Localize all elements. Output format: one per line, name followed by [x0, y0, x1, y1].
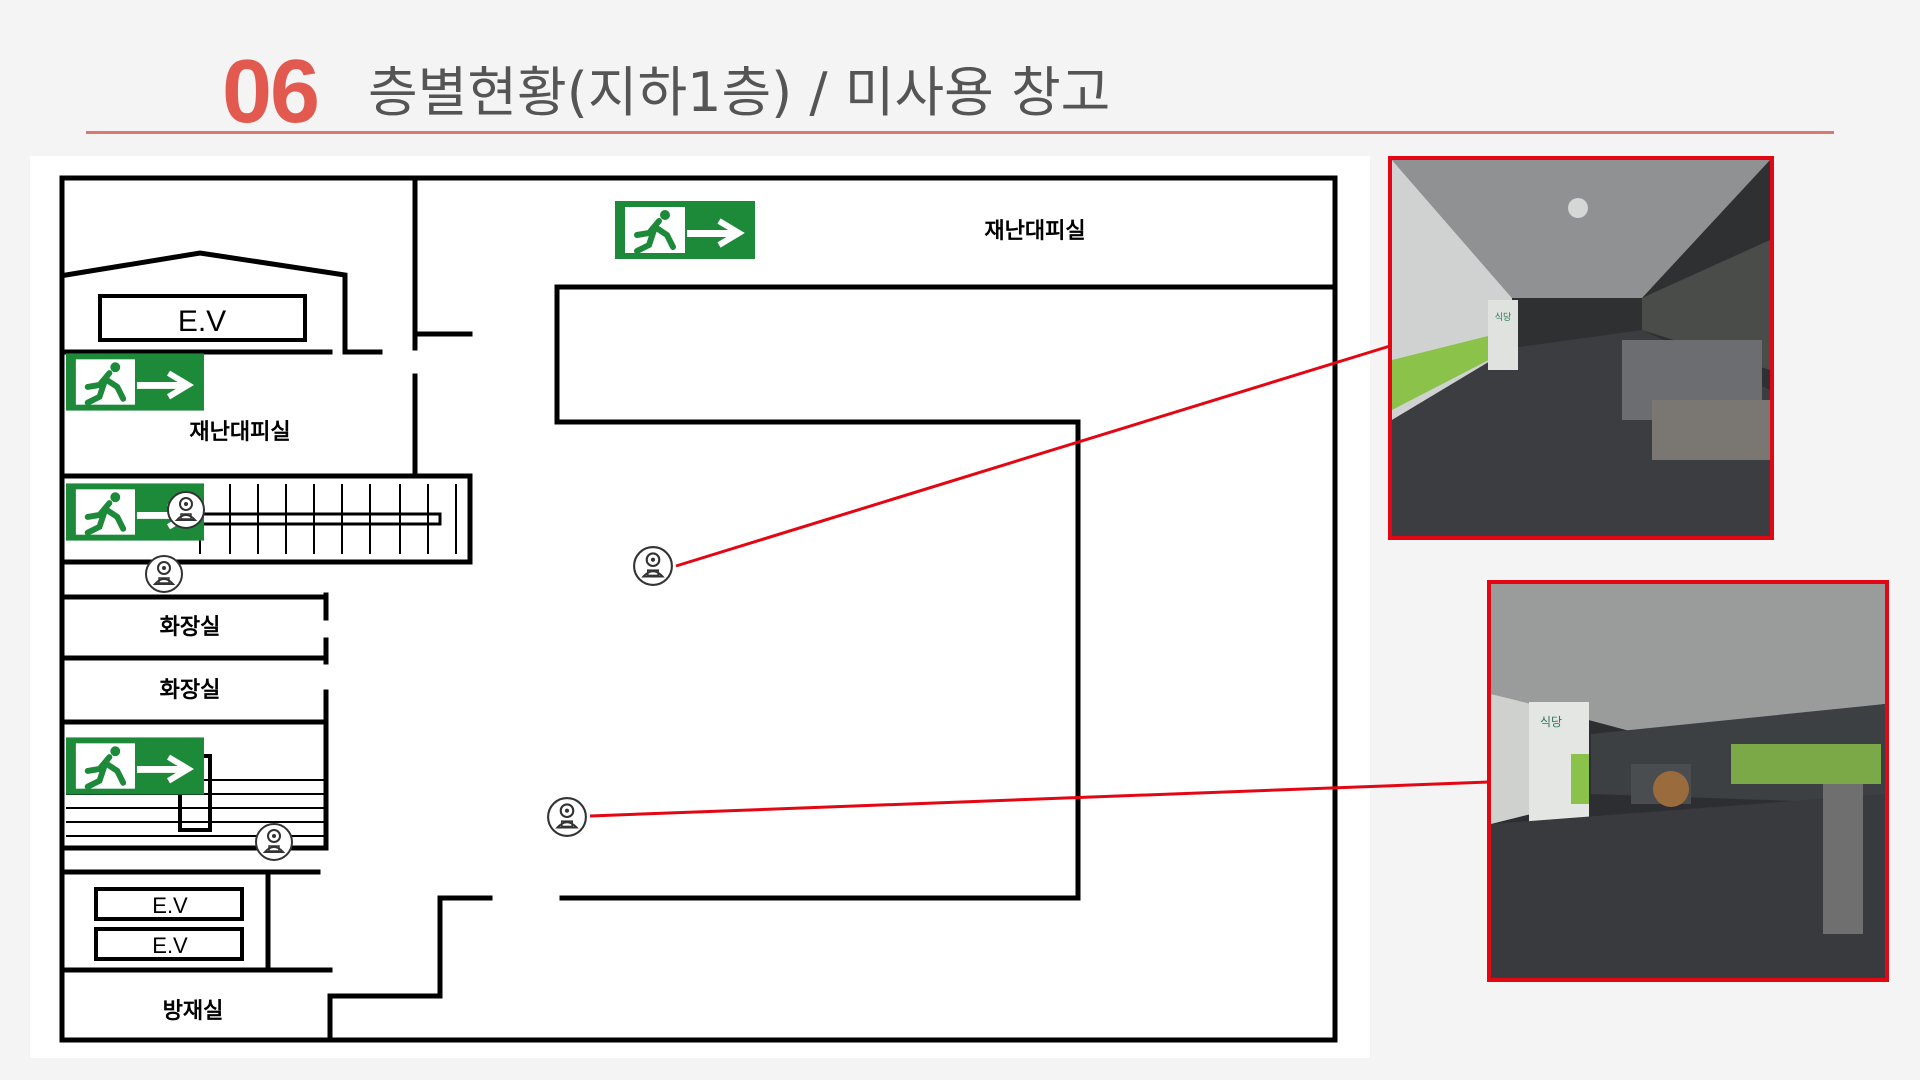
storage-photo-top[interactable]: 식당: [1388, 156, 1774, 540]
cctv-camera-icon[interactable]: [633, 546, 673, 586]
elevator-lower: E.V E.V: [94, 887, 244, 961]
exit-sign-icon: [66, 737, 204, 794]
room-label-evacuation-top: 재난대피실: [984, 219, 1085, 244]
section-number: 06: [222, 42, 320, 142]
room-labels: 재난대피실 재난대피실 화장실 화장실 방재실: [160, 219, 1086, 1024]
cctv-camera-icon: [145, 555, 183, 593]
ev-label-upper: E.V: [178, 305, 226, 338]
room-label-toilet-2: 화장실: [160, 678, 221, 703]
room-label-evacuation-left: 재난대피실: [189, 420, 290, 445]
room-label-disaster-control: 방재실: [163, 999, 224, 1024]
storage-photo-bottom[interactable]: 식당: [1487, 580, 1889, 982]
floor-plan-panel: E.V E.V E.V 재난대피실 재난대피실 화장실 화장실 방재실: [30, 156, 1370, 1058]
photo-sign-bottom: 식당: [1540, 715, 1562, 729]
storage-photo-image-top: 식당: [1392, 160, 1770, 536]
ev-label-lower-1: E.V: [152, 893, 188, 918]
elevator-upper: E.V: [98, 294, 307, 342]
storage-photo-image-bottom: 식당: [1491, 584, 1885, 978]
exit-sign-icon: [66, 353, 204, 410]
photo-sign-top: 식당: [1495, 312, 1512, 323]
floor-plan: E.V E.V E.V 재난대피실 재난대피실 화장실 화장실 방재실: [59, 175, 1338, 1043]
cctv-camera-icon[interactable]: [547, 797, 587, 837]
staircase-upper: [198, 484, 457, 554]
title-divider: [86, 131, 1834, 134]
page-title: 층별현황(지하1층) / 미사용 창고: [368, 61, 1111, 124]
exit-sign-icon: [615, 201, 755, 259]
room-label-toilet-1: 화장실: [160, 615, 221, 640]
cctv-camera-icon: [255, 823, 293, 861]
cctv-camera-icon: [167, 491, 205, 529]
ev-label-lower-2: E.V: [152, 933, 188, 958]
